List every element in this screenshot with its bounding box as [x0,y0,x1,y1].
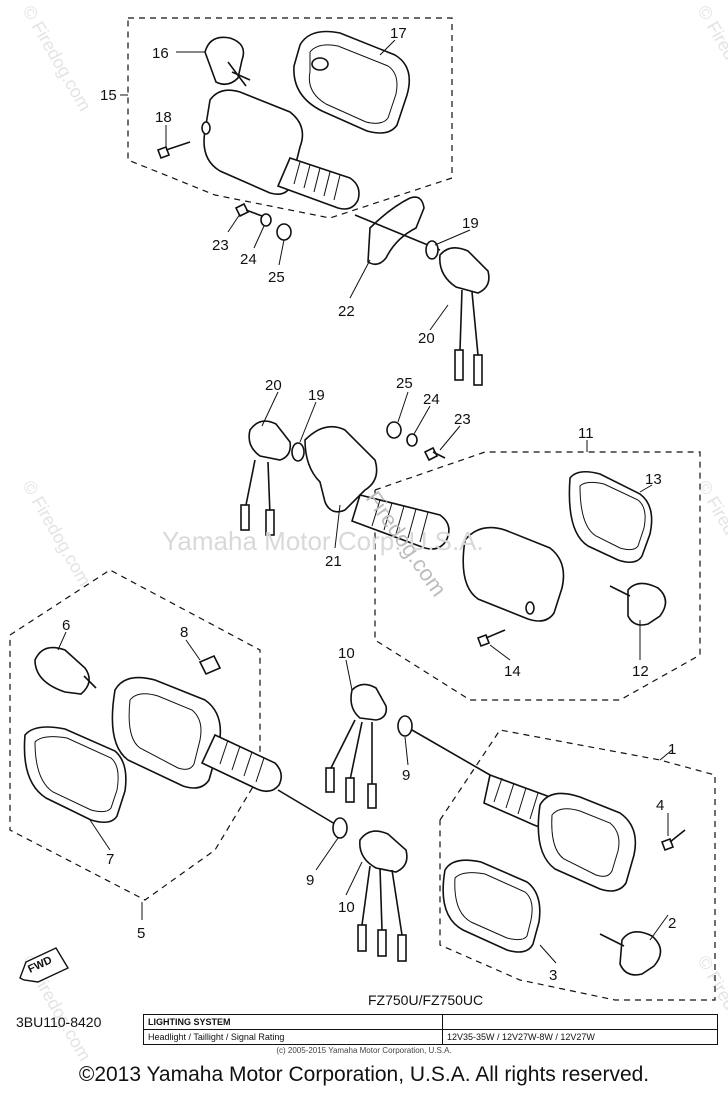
assembly-box-5 [9,569,261,901]
washer-25-middle [386,421,402,439]
screw-8 [198,654,222,676]
callouts: 1 2 3 4 5 6 7 8 9 9 10 10 11 12 13 14 15… [62,25,676,984]
callout-16: 16 [152,45,169,62]
callout-9-lower-left: 9 [306,872,314,889]
signal-assembly-lower-right [325,683,686,976]
spec-table-blank [442,1014,718,1030]
callout-20-middle: 20 [265,377,282,394]
callout-18: 18 [155,109,172,126]
socket-10-lower-right [350,683,388,721]
diagram-code: 3BU110-8420 [16,1014,102,1030]
signal-assembly-lower-left [23,646,408,962]
spec-table-header-row: LIGHTING SYSTEM [143,1014,718,1030]
callout-1: 1 [668,741,676,758]
lighting-spec-table: LIGHTING SYSTEM Headlight / Taillight / … [143,1014,718,1045]
callout-19-top: 19 [462,215,479,232]
watermark-side-top-right: © Firedog.com [694,2,728,114]
spec-table-row: Headlight / Taillight / Signal Rating 12… [143,1029,718,1045]
spec-table-row-value: 12V35-35W / 12V27W-8W / 12V27W [442,1029,718,1045]
callout-9-lower-right: 9 [402,767,410,784]
callout-23-middle: 23 [454,411,471,428]
leader-lines [57,39,673,964]
assembly-box-15 [127,17,453,219]
spec-table-title: LIGHTING SYSTEM [143,1014,443,1030]
assembly-boxes [9,17,716,1001]
callout-25-top: 25 [268,269,285,286]
callout-10-lower-left: 10 [338,899,355,916]
callout-7: 7 [106,851,114,868]
bulb-2 [619,931,662,976]
spec-table-row-label: Headlight / Taillight / Signal Rating [143,1029,443,1045]
socket-20-top [439,247,490,294]
callout-12: 12 [632,663,649,680]
bracket-21 [304,425,378,513]
stem-11 [351,494,450,550]
model-label: FZ750U/FZ750UC [368,992,483,1008]
callout-24-top: 24 [240,251,257,268]
watermark-center: Yamaha Motor Corp. U.S.A. [162,526,484,556]
grommet-19-top [425,240,439,260]
bulb-12 [627,582,667,626]
callout-3: 3 [549,967,557,984]
socket-10-lower-left [359,830,408,873]
callout-13: 13 [645,471,662,488]
callout-24-middle: 24 [423,391,440,408]
callout-20-top: 20 [418,330,435,347]
washer-24-top [260,213,272,227]
screw-18 [156,145,171,160]
signal-assembly-middle [240,420,667,648]
callout-2: 2 [668,915,676,932]
socket-20-middle [248,420,292,461]
small-copyright: (c) 2005-2015 Yamaha Motor Corporation, … [276,1046,452,1055]
callout-25-middle: 25 [396,375,413,392]
callout-10-lower-right: 10 [338,645,355,662]
fwd-arrow: FWD [19,947,69,983]
callout-14: 14 [504,663,521,680]
bracket-22 [367,196,425,266]
grommet-9-lower-right [397,715,413,737]
callout-5: 5 [137,925,145,942]
bolt-23-top [234,202,250,218]
callout-23-top: 23 [212,237,229,254]
callout-8: 8 [180,624,188,641]
callout-17: 17 [390,25,407,42]
callout-21: 21 [325,553,342,570]
signal-assembly-top [156,30,490,386]
watermark-side-mid-left: © Firedog.com [19,477,95,589]
washer-25-top [276,223,292,241]
callout-4: 4 [656,797,664,814]
footer-copyright: ©2013 Yamaha Motor Corporation, U.S.A. A… [78,1063,650,1086]
stem-15 [276,157,360,210]
housing-11 [462,526,565,622]
callout-19-middle: 19 [308,387,325,404]
assembly-box-11 [374,451,701,701]
washer-24-middle [406,433,418,447]
stem-5 [200,733,283,793]
assembly-box-1 [439,729,716,1001]
bulb-16 [204,36,245,86]
callout-6: 6 [62,617,70,634]
watermark-side-mid-right: © Firedog.com [694,477,728,589]
callout-15: 15 [100,87,117,104]
bolt-23-middle [423,446,439,462]
watermark-side-top-left: © Firedog.com [19,2,95,114]
callout-11: 11 [578,425,594,442]
bulb-6 [34,646,90,695]
callout-22: 22 [338,303,355,320]
grommet-9-lower-left [332,817,348,839]
grommet-19-middle [291,442,305,462]
